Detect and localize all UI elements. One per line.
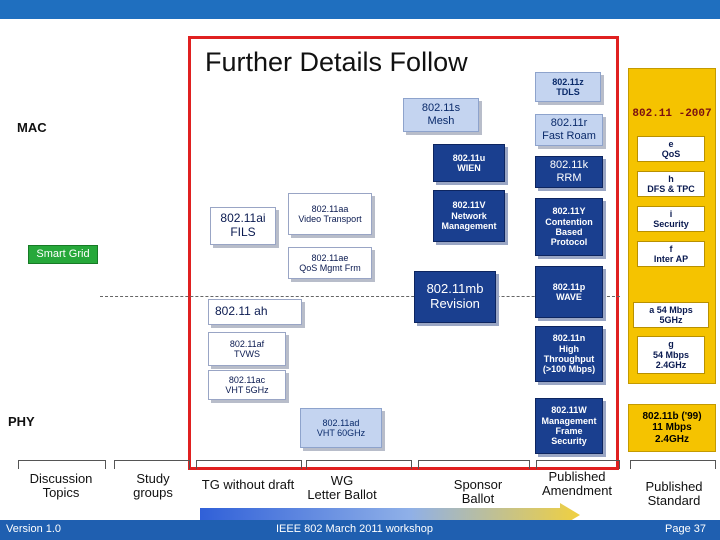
group-802-11k: 802.11k RRM (535, 156, 603, 188)
group-802-11v: 802.11V Network Management (433, 190, 505, 242)
group-802-11s: 802.11s Mesh (403, 98, 479, 132)
group-802-11r: 802.11r Fast Roam (535, 114, 603, 146)
group-802-11ad: 802.11ad VHT 60GHz (300, 408, 382, 448)
standard-item-i: i Security (637, 206, 705, 232)
stage-study: Study groups (133, 471, 173, 501)
standard-item-f: f Inter AP (637, 241, 705, 267)
group-802-11n: 802.11n High Throughput (>100 Mbps) (535, 326, 603, 382)
bracket-amendment (536, 460, 620, 469)
group-802-11mb: 802.11mb Revision (414, 271, 496, 323)
page-title: Further Details Follow (205, 47, 468, 77)
footer-version: Version 1.0 (6, 523, 62, 535)
bottom-bar (0, 520, 720, 540)
mac-label: MAC (17, 120, 47, 135)
footer-page: Page 37 (665, 523, 706, 535)
group-802-11ae: 802.11ae QoS Mgmt Frm (288, 247, 372, 279)
bracket-study (114, 460, 190, 469)
group-802-11af: 802.11af TVWS (208, 332, 286, 366)
standard-item-a: a 54 Mbps 5GHz (633, 302, 709, 328)
stage-standard: Published Standard (645, 479, 703, 509)
standard-2007-title: 802.11 -2007 (632, 108, 712, 120)
bracket-standard (630, 460, 716, 469)
bracket-wg (306, 460, 412, 469)
group-802-11w: 802.11W Management Frame Security (535, 398, 603, 454)
standard-item-b-label: 802.11b ('99) 11 Mbps 2.4GHz (642, 410, 702, 445)
standard-item-g: g 54 Mbps 2.4GHz (637, 336, 705, 374)
standard-item-e: e QoS (637, 136, 705, 162)
phy-label: PHY (8, 414, 35, 429)
smart-grid-box: Smart Grid (28, 245, 98, 264)
group-802-11ah: 802.11 ah (208, 299, 302, 325)
highlight-frame (188, 36, 619, 470)
group-802-11y: 802.11Y Contention Based Protocol (535, 198, 603, 256)
group-802-11z: 802.11z TDLS (535, 72, 601, 102)
bracket-sponsor (418, 460, 530, 469)
bracket-discussion (18, 460, 106, 469)
stage-wg: WG Letter Ballot (307, 473, 377, 503)
stage-discussion: Discussion Topics (29, 471, 93, 501)
stage-sponsor: Sponsor Ballot (453, 477, 503, 507)
group-802-11ai: 802.11ai FILS (210, 207, 276, 245)
standard-item-h: h DFS & TPC (637, 171, 705, 197)
top-bar (0, 0, 720, 19)
group-802-11aa: 802.11aa Video Transport (288, 193, 372, 235)
group-802-11ac: 802.11ac VHT 5GHz (208, 370, 286, 400)
stage-amendment: Published Amendment (541, 469, 613, 499)
footer-workshop: IEEE 802 March 2011 workshop (276, 523, 433, 535)
mac-phy-divider (100, 296, 620, 297)
bracket-tg (196, 460, 302, 469)
standard-item-b: 802.11b ('99) 11 Mbps 2.4GHz (628, 404, 716, 452)
group-802-11p: 802.11p WAVE (535, 266, 603, 318)
group-802-11u: 802.11u WIEN (433, 144, 505, 182)
smart-grid-label: Smart Grid (36, 248, 90, 261)
stage-tg: TG without draft (201, 477, 295, 492)
